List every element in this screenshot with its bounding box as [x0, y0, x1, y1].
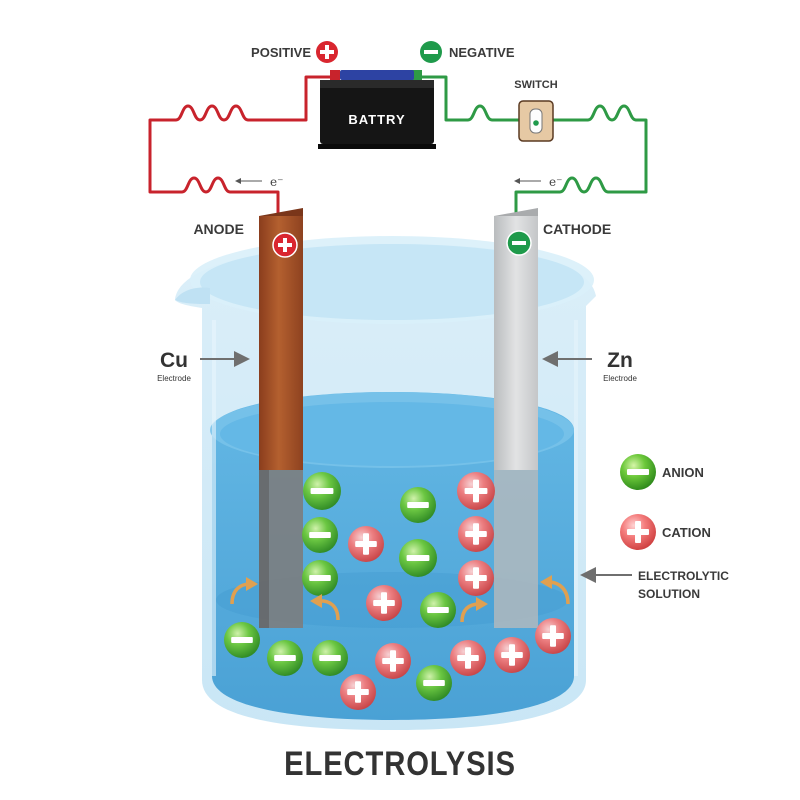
- anion-ion: [312, 640, 348, 676]
- anion-ion: [303, 472, 341, 510]
- cation-ion: [375, 643, 411, 679]
- positive-terminal-label: POSITIVE: [251, 41, 338, 63]
- switch[interactable]: SWITCH: [514, 79, 558, 142]
- cation-ion: [348, 526, 384, 562]
- legend-anion: ANION: [620, 454, 704, 490]
- electron-label-right: e⁻: [549, 175, 562, 189]
- ions: [224, 472, 571, 710]
- cation-ion: [450, 640, 486, 676]
- electron-flow-left: e⁻: [235, 175, 283, 189]
- anion-ion: [267, 640, 303, 676]
- plus-icon: [272, 232, 298, 258]
- minus-icon: [420, 41, 442, 63]
- anode-label: ANODE: [193, 221, 244, 237]
- solution-line-2: SOLUTION: [638, 587, 700, 601]
- anion-ion: [224, 622, 260, 658]
- anion-ion: [400, 487, 436, 523]
- plus-icon: [316, 41, 338, 63]
- negative-terminal-label: NEGATIVE: [420, 41, 515, 63]
- curved-arrow-heads: [246, 575, 552, 611]
- cation-ion: [458, 516, 494, 552]
- cathode-electrode: [494, 208, 538, 628]
- anion-ion: [420, 592, 456, 628]
- cation-ion: [457, 472, 495, 510]
- wire-negative: [422, 75, 648, 214]
- cu-symbol: Cu: [160, 349, 188, 372]
- electron-flow-right: e⁻: [514, 175, 562, 189]
- cation-ion: [494, 637, 530, 673]
- positive-label: POSITIVE: [251, 45, 311, 60]
- electrolytic-solution-label: ELECTROLYTIC SOLUTION: [580, 567, 729, 601]
- cation-ion: [340, 674, 376, 710]
- switch-icon: [529, 108, 543, 134]
- cation-label: CATION: [662, 525, 711, 540]
- anode-electrode: [259, 208, 303, 628]
- cu-caption: Electrode: [157, 374, 191, 383]
- negative-label: NEGATIVE: [449, 45, 515, 60]
- electron-label-left: e⁻: [270, 175, 283, 189]
- zn-caption: Electrode: [603, 374, 637, 383]
- minus-icon: [620, 454, 656, 490]
- anion-ion: [399, 539, 437, 577]
- battery: BATTRY: [318, 70, 436, 149]
- page-title: ELECTROLYSIS: [284, 744, 516, 783]
- zn-electrode-label: Zn Electrode: [542, 349, 637, 383]
- anion-ion: [302, 517, 338, 553]
- plus-icon: [620, 514, 656, 550]
- legend-cation: CATION: [620, 514, 711, 550]
- anion-ion: [416, 665, 452, 701]
- anion-ion: [302, 560, 338, 596]
- cu-electrode-label: Cu Electrode: [157, 349, 250, 383]
- switch-label: SWITCH: [514, 79, 557, 91]
- minus-icon: [506, 230, 532, 256]
- cation-ion: [458, 560, 494, 596]
- cation-ion: [366, 585, 402, 621]
- cation-ion: [535, 618, 571, 654]
- zn-symbol: Zn: [607, 349, 633, 372]
- wire-positive: [148, 75, 330, 214]
- battery-label: BATTRY: [348, 112, 405, 127]
- solution-line-1: ELECTROLYTIC: [638, 569, 729, 583]
- anion-label: ANION: [662, 465, 704, 480]
- cathode-label: CATHODE: [543, 221, 611, 237]
